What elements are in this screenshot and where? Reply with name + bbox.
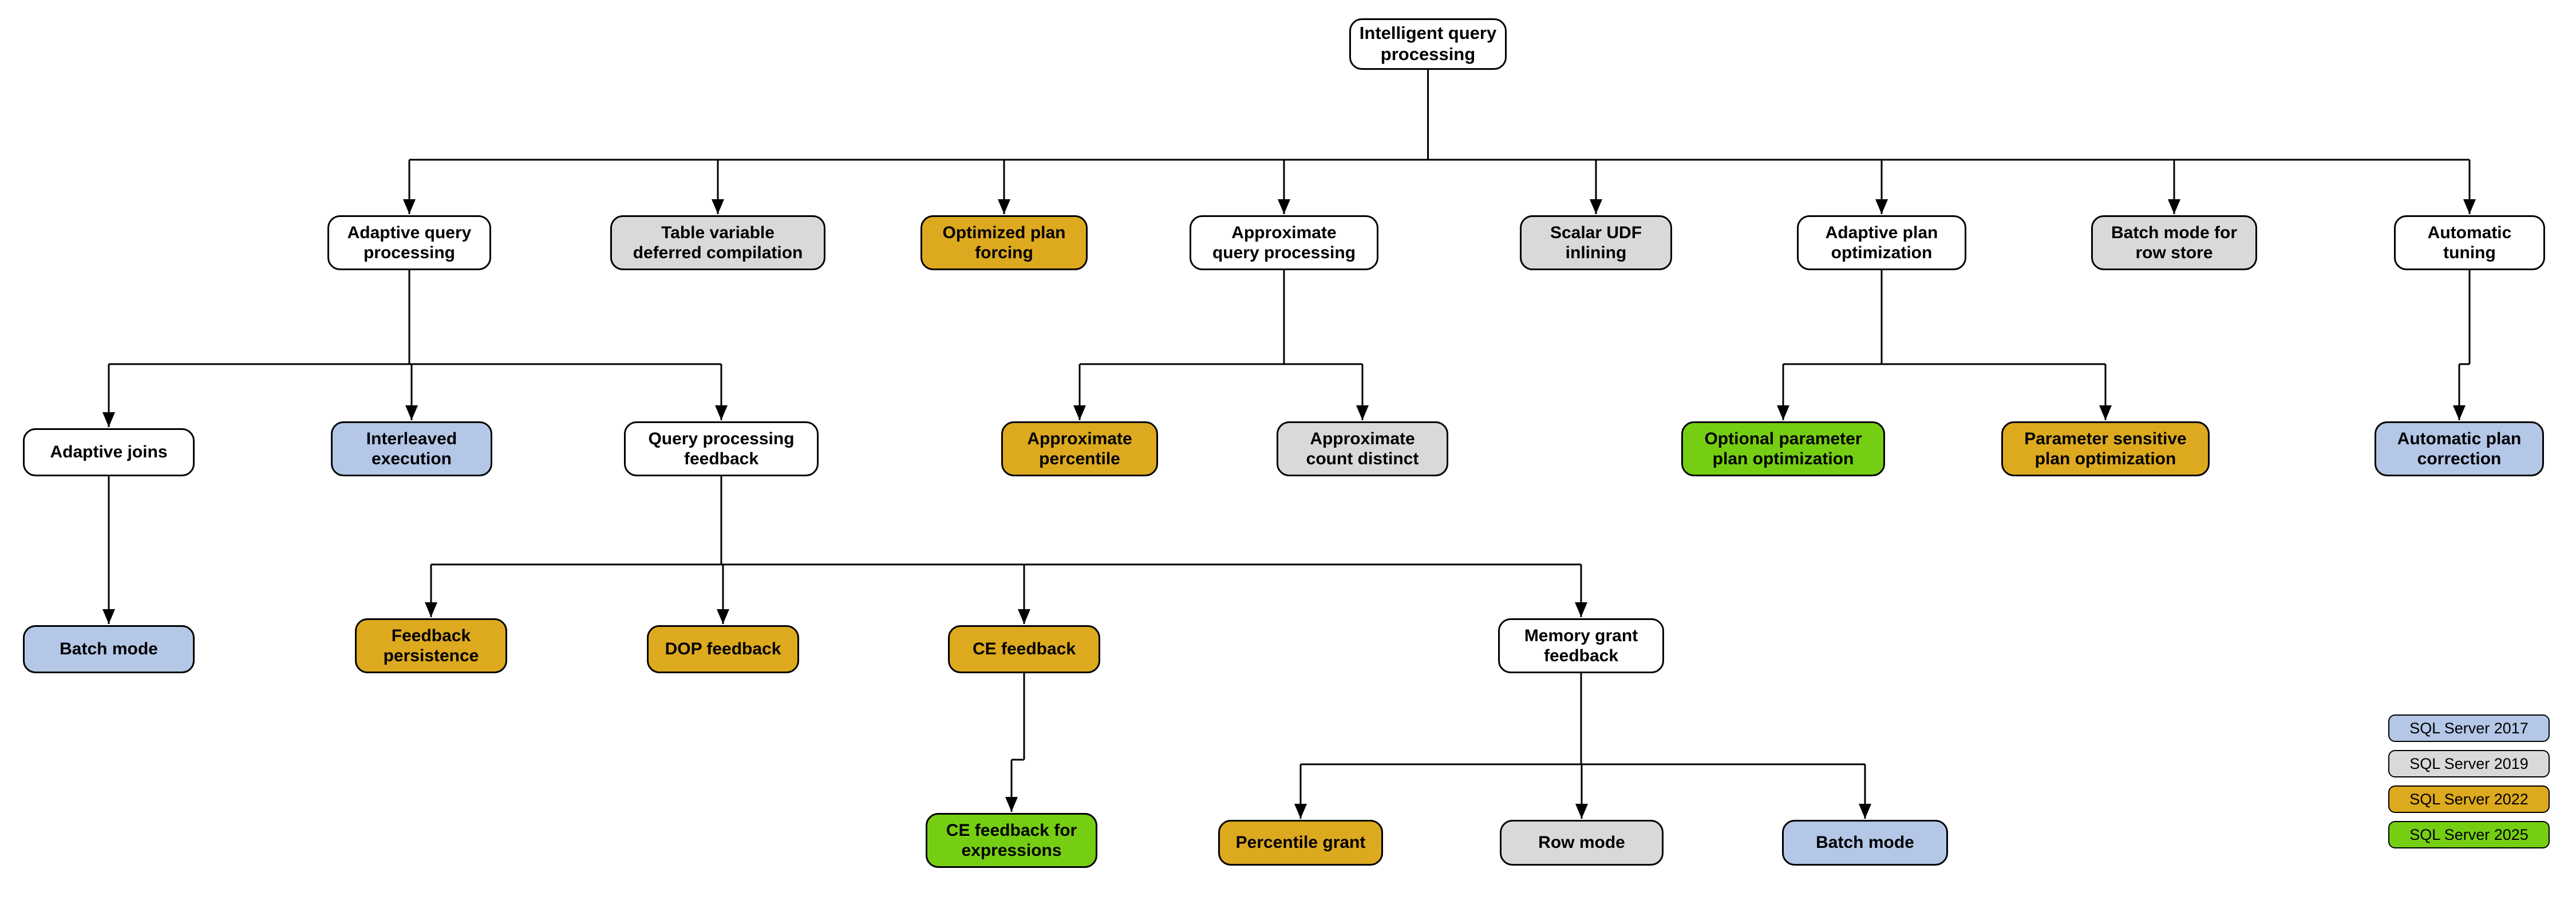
- node-pctgrant[interactable]: Percentile grant: [1218, 820, 1383, 866]
- node-apc[interactable]: Automatic plan correction: [2374, 421, 2544, 476]
- node-opf[interactable]: Optimized plan forcing: [920, 215, 1088, 270]
- node-oppo[interactable]: Optional parameter plan optimization: [1681, 421, 1885, 476]
- node-approx[interactable]: Approximate query processing: [1190, 215, 1378, 270]
- node-approxcnt[interactable]: Approximate count distinct: [1277, 421, 1448, 476]
- node-adaptjoins[interactable]: Adaptive joins: [23, 428, 195, 476]
- legend-item-sql-server-2022: SQL Server 2022: [2388, 785, 2550, 813]
- node-batchmode1[interactable]: Batch mode: [23, 625, 195, 673]
- node-cefbexpr[interactable]: CE feedback for expressions: [926, 813, 1097, 868]
- legend-item-sql-server-2017: SQL Server 2017: [2388, 714, 2550, 742]
- node-tvdc[interactable]: Table variable deferred compilation: [610, 215, 825, 270]
- node-dopfb[interactable]: DOP feedback: [647, 625, 799, 673]
- node-udf[interactable]: Scalar UDF inlining: [1520, 215, 1672, 270]
- node-qpfeedback[interactable]: Query processing feedback: [624, 421, 819, 476]
- node-bmrs[interactable]: Batch mode for row store: [2091, 215, 2257, 270]
- node-rowmode[interactable]: Row mode: [1500, 820, 1664, 866]
- node-apo[interactable]: Adaptive plan optimization: [1797, 215, 1966, 270]
- node-interleaved[interactable]: Interleaved execution: [331, 421, 492, 476]
- legend-item-sql-server-2019: SQL Server 2019: [2388, 750, 2550, 777]
- node-autotune[interactable]: Automatic tuning: [2394, 215, 2545, 270]
- node-batchmode2[interactable]: Batch mode: [1782, 820, 1948, 866]
- node-approxpct[interactable]: Approximate percentile: [1001, 421, 1158, 476]
- node-fbpersist[interactable]: Feedback persistence: [355, 618, 507, 673]
- legend-item-sql-server-2025: SQL Server 2025: [2388, 821, 2550, 848]
- node-mgfb[interactable]: Memory grant feedback: [1498, 618, 1664, 673]
- node-cefb[interactable]: CE feedback: [948, 625, 1100, 673]
- node-root[interactable]: Intelligent query processing: [1349, 18, 1507, 70]
- node-aqp[interactable]: Adaptive query processing: [327, 215, 491, 270]
- node-pspo[interactable]: Parameter sensitive plan optimization: [2001, 421, 2210, 476]
